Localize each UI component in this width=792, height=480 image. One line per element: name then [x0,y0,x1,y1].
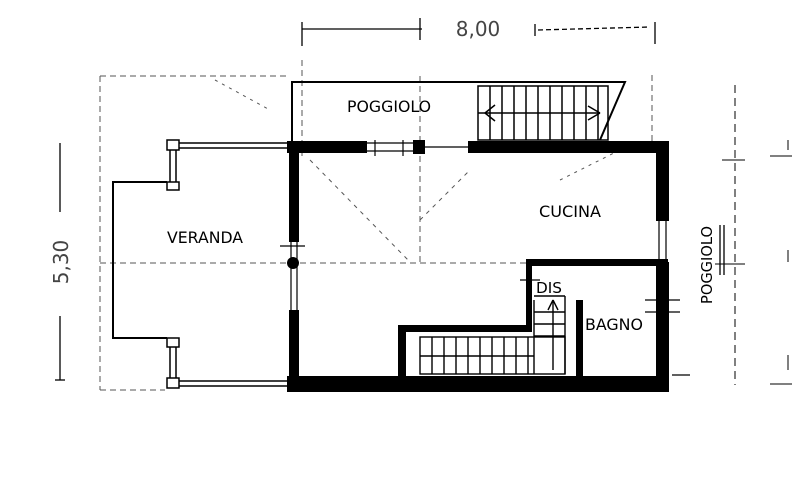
windows [280,140,667,310]
room-label-poggiolo-right: POGGIOLO [698,226,716,304]
room-label-poggiolo-top: POGGIOLO [347,97,431,116]
dimension-top [301,18,656,46]
interior-walls [398,259,668,383]
room-label-dis: DIS [536,279,562,297]
room-label-cucina: CUCINA [539,202,601,221]
door-marks [520,279,690,376]
balcony-top [291,81,627,145]
dimension-height-label: 5,30 [49,240,73,285]
exterior-walls [287,140,669,392]
construction-lines [99,60,653,391]
interior-stair [419,295,566,375]
room-label-veranda: VERANDA [167,228,243,247]
room-label-bagno: BAGNO [585,315,643,334]
dimension-right [715,85,792,385]
dimension-left [55,143,65,381]
veranda [112,139,290,389]
dimension-width-label: 8,00 [456,17,501,41]
exterior-stair [477,85,609,141]
balcony-right [719,225,725,275]
